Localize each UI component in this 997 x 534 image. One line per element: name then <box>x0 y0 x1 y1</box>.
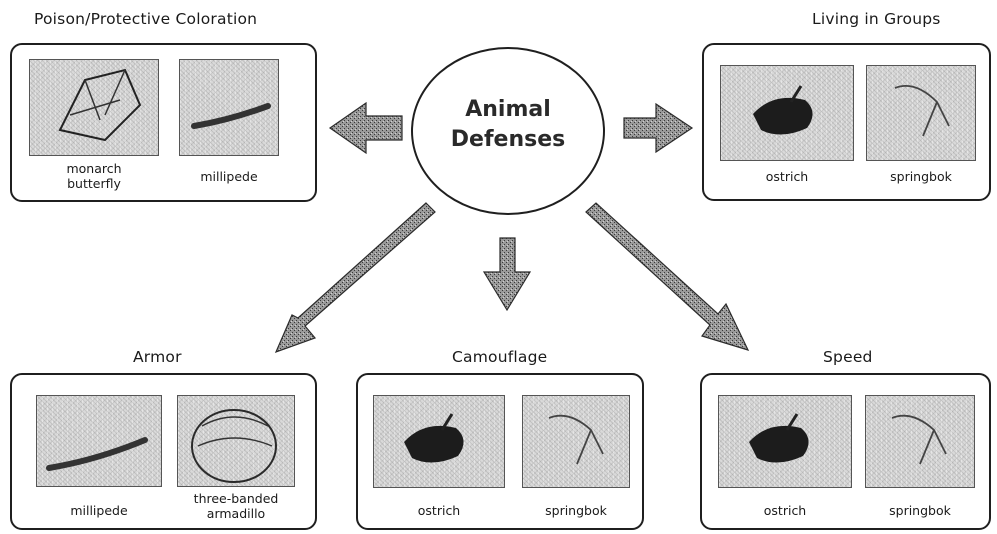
millipede-photo <box>179 59 279 156</box>
springbok-photo <box>865 395 975 488</box>
ostrich-photo <box>718 395 852 488</box>
springbok-caption: springbok <box>865 503 975 518</box>
millipede-photo <box>36 395 162 487</box>
armor-group-box: millipede three-banded armadillo <box>10 373 317 530</box>
arrow-to-living-in-groups <box>624 104 692 152</box>
ostrich-caption: ostrich <box>720 169 854 184</box>
monarch-butterfly-caption: monarch butterfly <box>29 161 159 191</box>
springbok-photo <box>866 65 976 161</box>
ostrich-photo <box>373 395 505 488</box>
springbok-caption: springbok <box>866 169 976 184</box>
poison-heading: Poison/Protective Coloration <box>34 10 257 28</box>
springbok-caption: springbok <box>522 503 630 518</box>
speed-heading: Speed <box>823 348 873 366</box>
living-in-groups-box: ostrich springbok <box>702 43 991 201</box>
center-title-line1: Animal <box>411 97 605 122</box>
armor-heading: Armor <box>133 348 182 366</box>
ostrich-photo <box>720 65 854 161</box>
ostrich-caption: ostrich <box>718 503 852 518</box>
arrow-to-armor <box>276 203 435 352</box>
speed-group-box: ostrich springbok <box>700 373 991 530</box>
poison-group-box: monarch butterfly millipede <box>10 43 317 202</box>
arrow-to-camouflage <box>484 238 530 310</box>
millipede-caption: millipede <box>179 169 279 184</box>
camouflage-group-box: ostrich springbok <box>356 373 644 530</box>
center-title-line2: Defenses <box>411 127 605 152</box>
springbok-photo <box>522 395 630 488</box>
camouflage-heading: Camouflage <box>452 348 547 366</box>
ostrich-caption: ostrich <box>373 503 505 518</box>
arrow-to-speed <box>586 203 748 350</box>
three-banded-armadillo-photo <box>177 395 295 487</box>
arrow-to-poison <box>330 103 402 153</box>
millipede-caption: millipede <box>36 503 162 518</box>
monarch-butterfly-photo <box>29 59 159 156</box>
living-in-groups-heading: Living in Groups <box>812 10 941 28</box>
three-banded-armadillo-caption: three-banded armadillo <box>177 491 295 521</box>
